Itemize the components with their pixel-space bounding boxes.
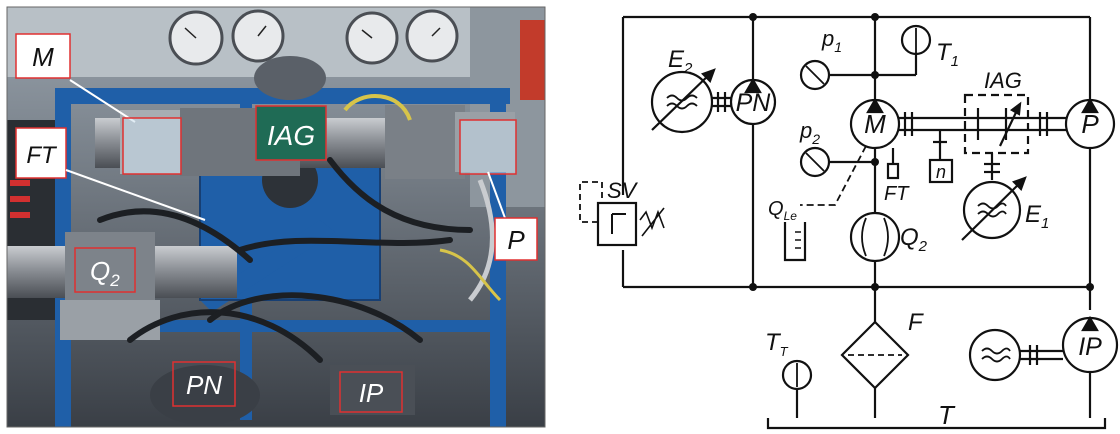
- label-box-p: [494, 217, 538, 261]
- flowmeter-q2-symbol: [849, 211, 901, 263]
- highlight-p: [459, 119, 517, 175]
- label-f: F: [908, 309, 924, 336]
- iag-gear-box: [963, 93, 1030, 155]
- label-sv: SV: [607, 178, 639, 203]
- photo-label-pn: PN: [186, 370, 222, 400]
- photo-label-ip: IP: [359, 378, 384, 408]
- label-box-ip: [339, 371, 403, 413]
- motor-ip-drive-symbol: [968, 328, 1022, 382]
- rig-photo: M FT IAG P Q2 PN IP: [6, 6, 546, 428]
- label-pn: PN: [736, 89, 772, 117]
- photo-label-p: P: [507, 225, 525, 255]
- tank-t-symbol: [766, 418, 1107, 430]
- label-box-q2: [74, 247, 136, 293]
- speed-sensor-n: [928, 158, 954, 184]
- label-p1: p1: [821, 26, 842, 55]
- flow-temp-sensor-ft: [886, 162, 900, 180]
- label-ft: FT: [884, 183, 910, 205]
- label-e1: E1: [1025, 201, 1049, 232]
- relief-valve-sv: [596, 201, 638, 247]
- label-t1: T1: [936, 39, 959, 70]
- label-qle: QLe: [768, 198, 797, 223]
- label-p: P: [1081, 109, 1099, 139]
- photo-label-m: M: [32, 42, 54, 72]
- photo-callouts: M FT IAG P Q2 PN IP: [15, 33, 538, 413]
- pressure-gauges: [168, 9, 459, 66]
- label-tt: TT: [765, 329, 789, 359]
- label-n: n: [936, 162, 946, 182]
- highlight-m: [122, 117, 182, 175]
- photo-label-ft: FT: [26, 142, 58, 169]
- photo-label-q2: Q2: [90, 256, 120, 290]
- label-tank-t: T: [938, 400, 956, 430]
- motor-e1-symbol: [962, 180, 1022, 240]
- leakage-cup-qle: [783, 222, 807, 262]
- motor-e2-symbol: [650, 70, 714, 134]
- label-m: M: [864, 109, 886, 139]
- schematic-labels: E2 PN p1 T1 IAG P M p2 FT n E1 SV QLe Q2…: [607, 26, 1102, 430]
- label-iag: IAG: [984, 68, 1022, 93]
- label-q2: Q2: [900, 224, 928, 255]
- label-p2: p2: [799, 118, 820, 147]
- label-ip: IP: [1078, 333, 1102, 361]
- label-box-m: [15, 33, 71, 79]
- hydraulic-schematic: [579, 13, 1119, 430]
- photo-label-iag: IAG: [267, 120, 315, 151]
- label-box-pn: [172, 361, 236, 407]
- label-box-iag: [255, 105, 327, 161]
- label-e2: E2: [668, 46, 693, 77]
- label-box-ft: [15, 127, 67, 179]
